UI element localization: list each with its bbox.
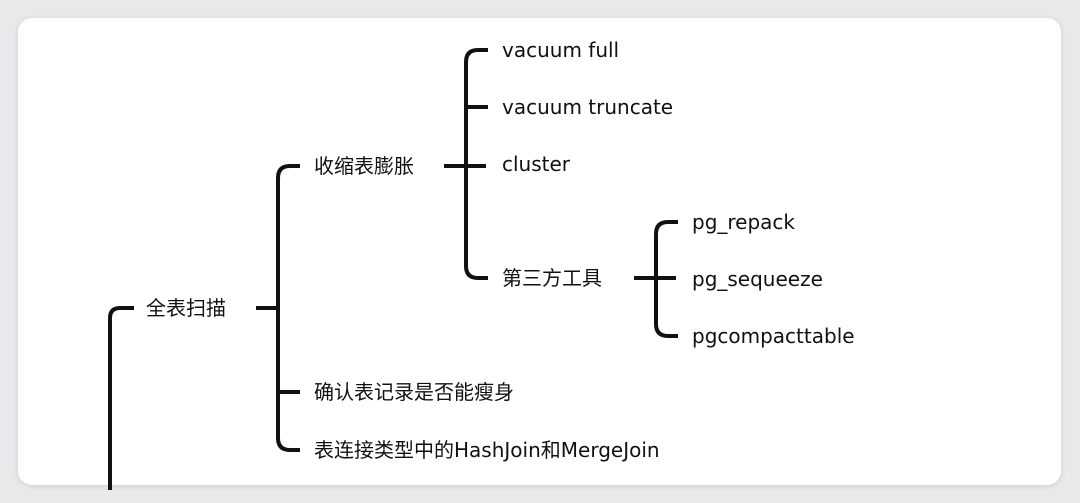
node-third-party-tools[interactable]: 第三方工具	[502, 266, 602, 290]
root-node[interactable]: 全表扫描	[146, 296, 226, 320]
node-shrink-table[interactable]: 收缩表膨胀	[314, 154, 414, 178]
node-cluster[interactable]: cluster	[502, 152, 571, 176]
diagram-card	[18, 18, 1061, 485]
node-pgcompacttable[interactable]: pgcompacttable	[692, 324, 855, 348]
node-join-types[interactable]: 表连接类型中的HashJoin和MergeJoin	[314, 438, 660, 462]
level3-bracket	[654, 220, 669, 338]
trunk-connector	[108, 306, 134, 490]
node-vacuum-truncate[interactable]: vacuum truncate	[502, 95, 674, 119]
level2-bracket	[464, 48, 479, 280]
node-confirm-records[interactable]: 确认表记录是否能瘦身	[314, 380, 514, 404]
node-pg-repack[interactable]: pg_repack	[692, 210, 796, 234]
node-pg-sequeeze[interactable]: pg_sequeeze	[692, 267, 823, 291]
node-vacuum-full[interactable]: vacuum full	[502, 38, 620, 62]
level1-bracket	[276, 164, 291, 452]
